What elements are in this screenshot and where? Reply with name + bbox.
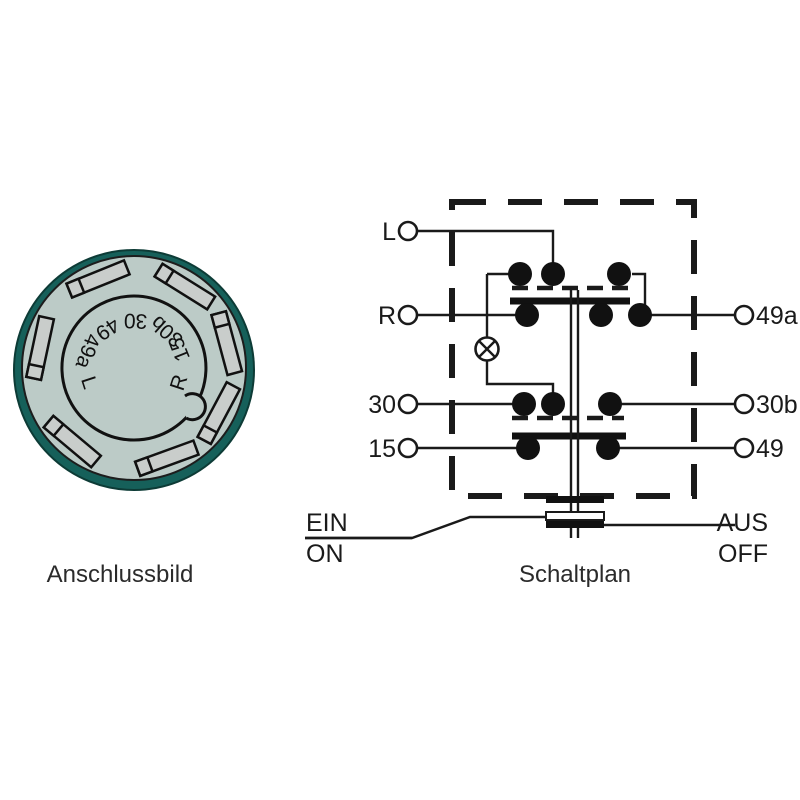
terminal-label-30: 30 [368,391,396,419]
state-label-on-en: ON [306,540,344,568]
inner-label-30: 30 [124,309,148,333]
blade-terminal [64,258,132,300]
blade-terminal [209,309,244,377]
terminal-R-node [397,304,419,326]
contact-dot [516,436,540,460]
terminal-label-R: R [378,302,396,330]
terminal-label-30b: 30b [756,391,798,419]
blade-terminal [152,262,217,312]
left-caption: Anschlussbild [47,561,194,588]
state-label-off-en: OFF [718,540,768,568]
connector-inner-notch [184,392,207,422]
contact-dot [541,262,565,286]
contact-dot [596,436,620,460]
connector-illustration: 30 30b 15 R L 49a 49 Anschlussbild [13,249,255,588]
state-label-off-de: AUS [717,509,768,537]
contact-dot [589,303,613,327]
left-terminals: L R 30 15 [368,218,555,463]
contact-dot [607,262,631,286]
right-terminals: 49a 30b 49 [610,302,798,463]
actuator-plate-top [546,496,604,503]
terminal-label-L: L [382,218,396,246]
contact-dot [515,303,539,327]
blade-terminal [24,314,56,382]
terminal-30b-node [733,393,755,415]
inner-label-R: R [166,372,193,394]
actuator-mechanism: EIN ON AUS OFF [305,496,768,568]
contact-dot [508,262,532,286]
terminal-30-node [397,393,419,415]
wire-L [417,229,555,272]
switch-deck-lower [512,392,626,460]
contact-dot [598,392,622,416]
terminal-L-node [397,220,419,242]
terminal-label-49: 49 [756,435,784,463]
terminal-49-node [733,437,755,459]
contact-dot [541,392,565,416]
housing-boundary [449,199,697,499]
terminal-15-node [397,437,419,459]
terminal-49a-node [733,304,755,326]
actuator-plate-lower [546,520,604,528]
contact-dot [628,303,652,327]
terminal-label-15: 15 [368,435,396,463]
blade-terminal [195,380,242,446]
terminal-label-49a: 49a [756,302,798,330]
lamp-icon-cross [478,340,496,358]
circuit-schematic: L R 30 15 49a 30b [305,199,798,588]
blade-terminal [41,414,103,469]
right-caption: Schaltplan [519,561,631,588]
state-label-on-de: EIN [306,509,348,537]
connector-inner-disc [60,294,208,442]
wire-upper-jumper [632,272,647,315]
blade-terminal [133,438,201,478]
actuator-plate-upper [545,511,605,521]
contact-dot [512,392,536,416]
blade-terminals [24,258,244,478]
switch-deck-upper [508,262,652,327]
